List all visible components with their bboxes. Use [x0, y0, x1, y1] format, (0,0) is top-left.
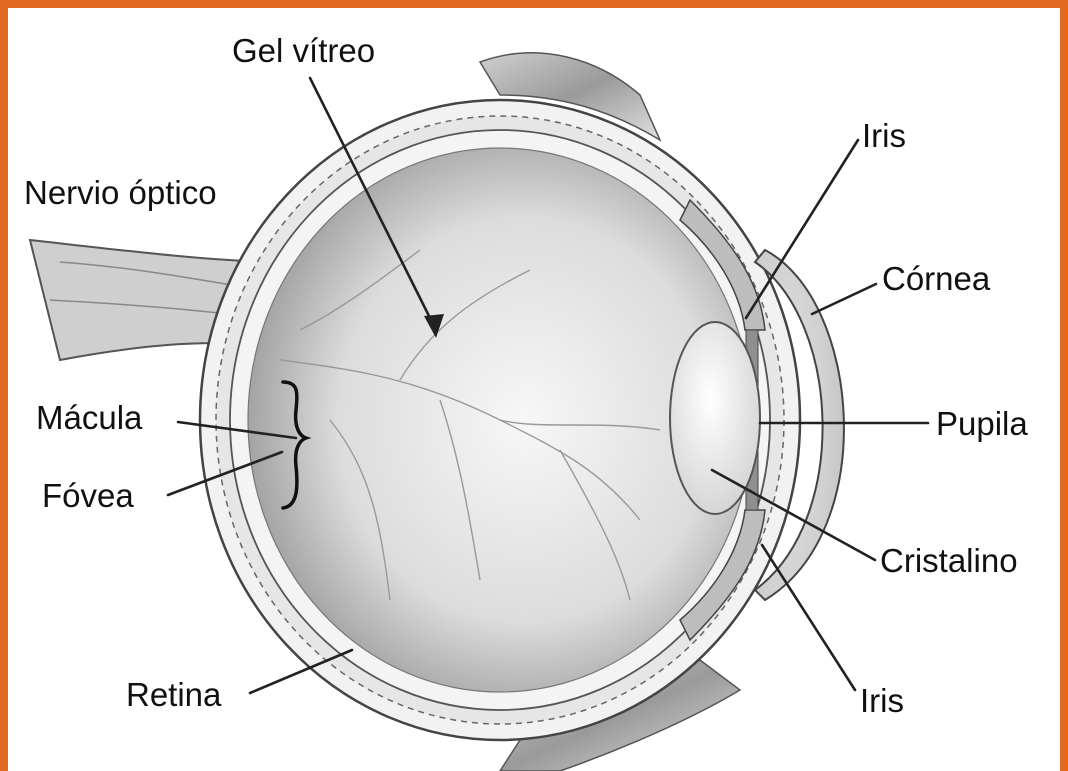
label-pupila: Pupila	[936, 405, 1028, 442]
leader-cornea	[812, 284, 876, 314]
lens	[670, 322, 760, 514]
label-cristalino: Cristalino	[880, 542, 1018, 579]
label-gel-vitreo: Gel vítreo	[232, 32, 375, 69]
label-fovea: Fóvea	[42, 477, 134, 514]
label-iris-bottom: Iris	[860, 682, 904, 719]
label-cornea: Córnea	[882, 260, 991, 297]
leader-iris-bottom	[762, 545, 855, 690]
label-macula: Mácula	[36, 399, 143, 436]
label-nervio-optico: Nervio óptico	[24, 174, 217, 211]
label-retina: Retina	[126, 676, 222, 713]
label-iris-top: Iris	[862, 117, 906, 154]
